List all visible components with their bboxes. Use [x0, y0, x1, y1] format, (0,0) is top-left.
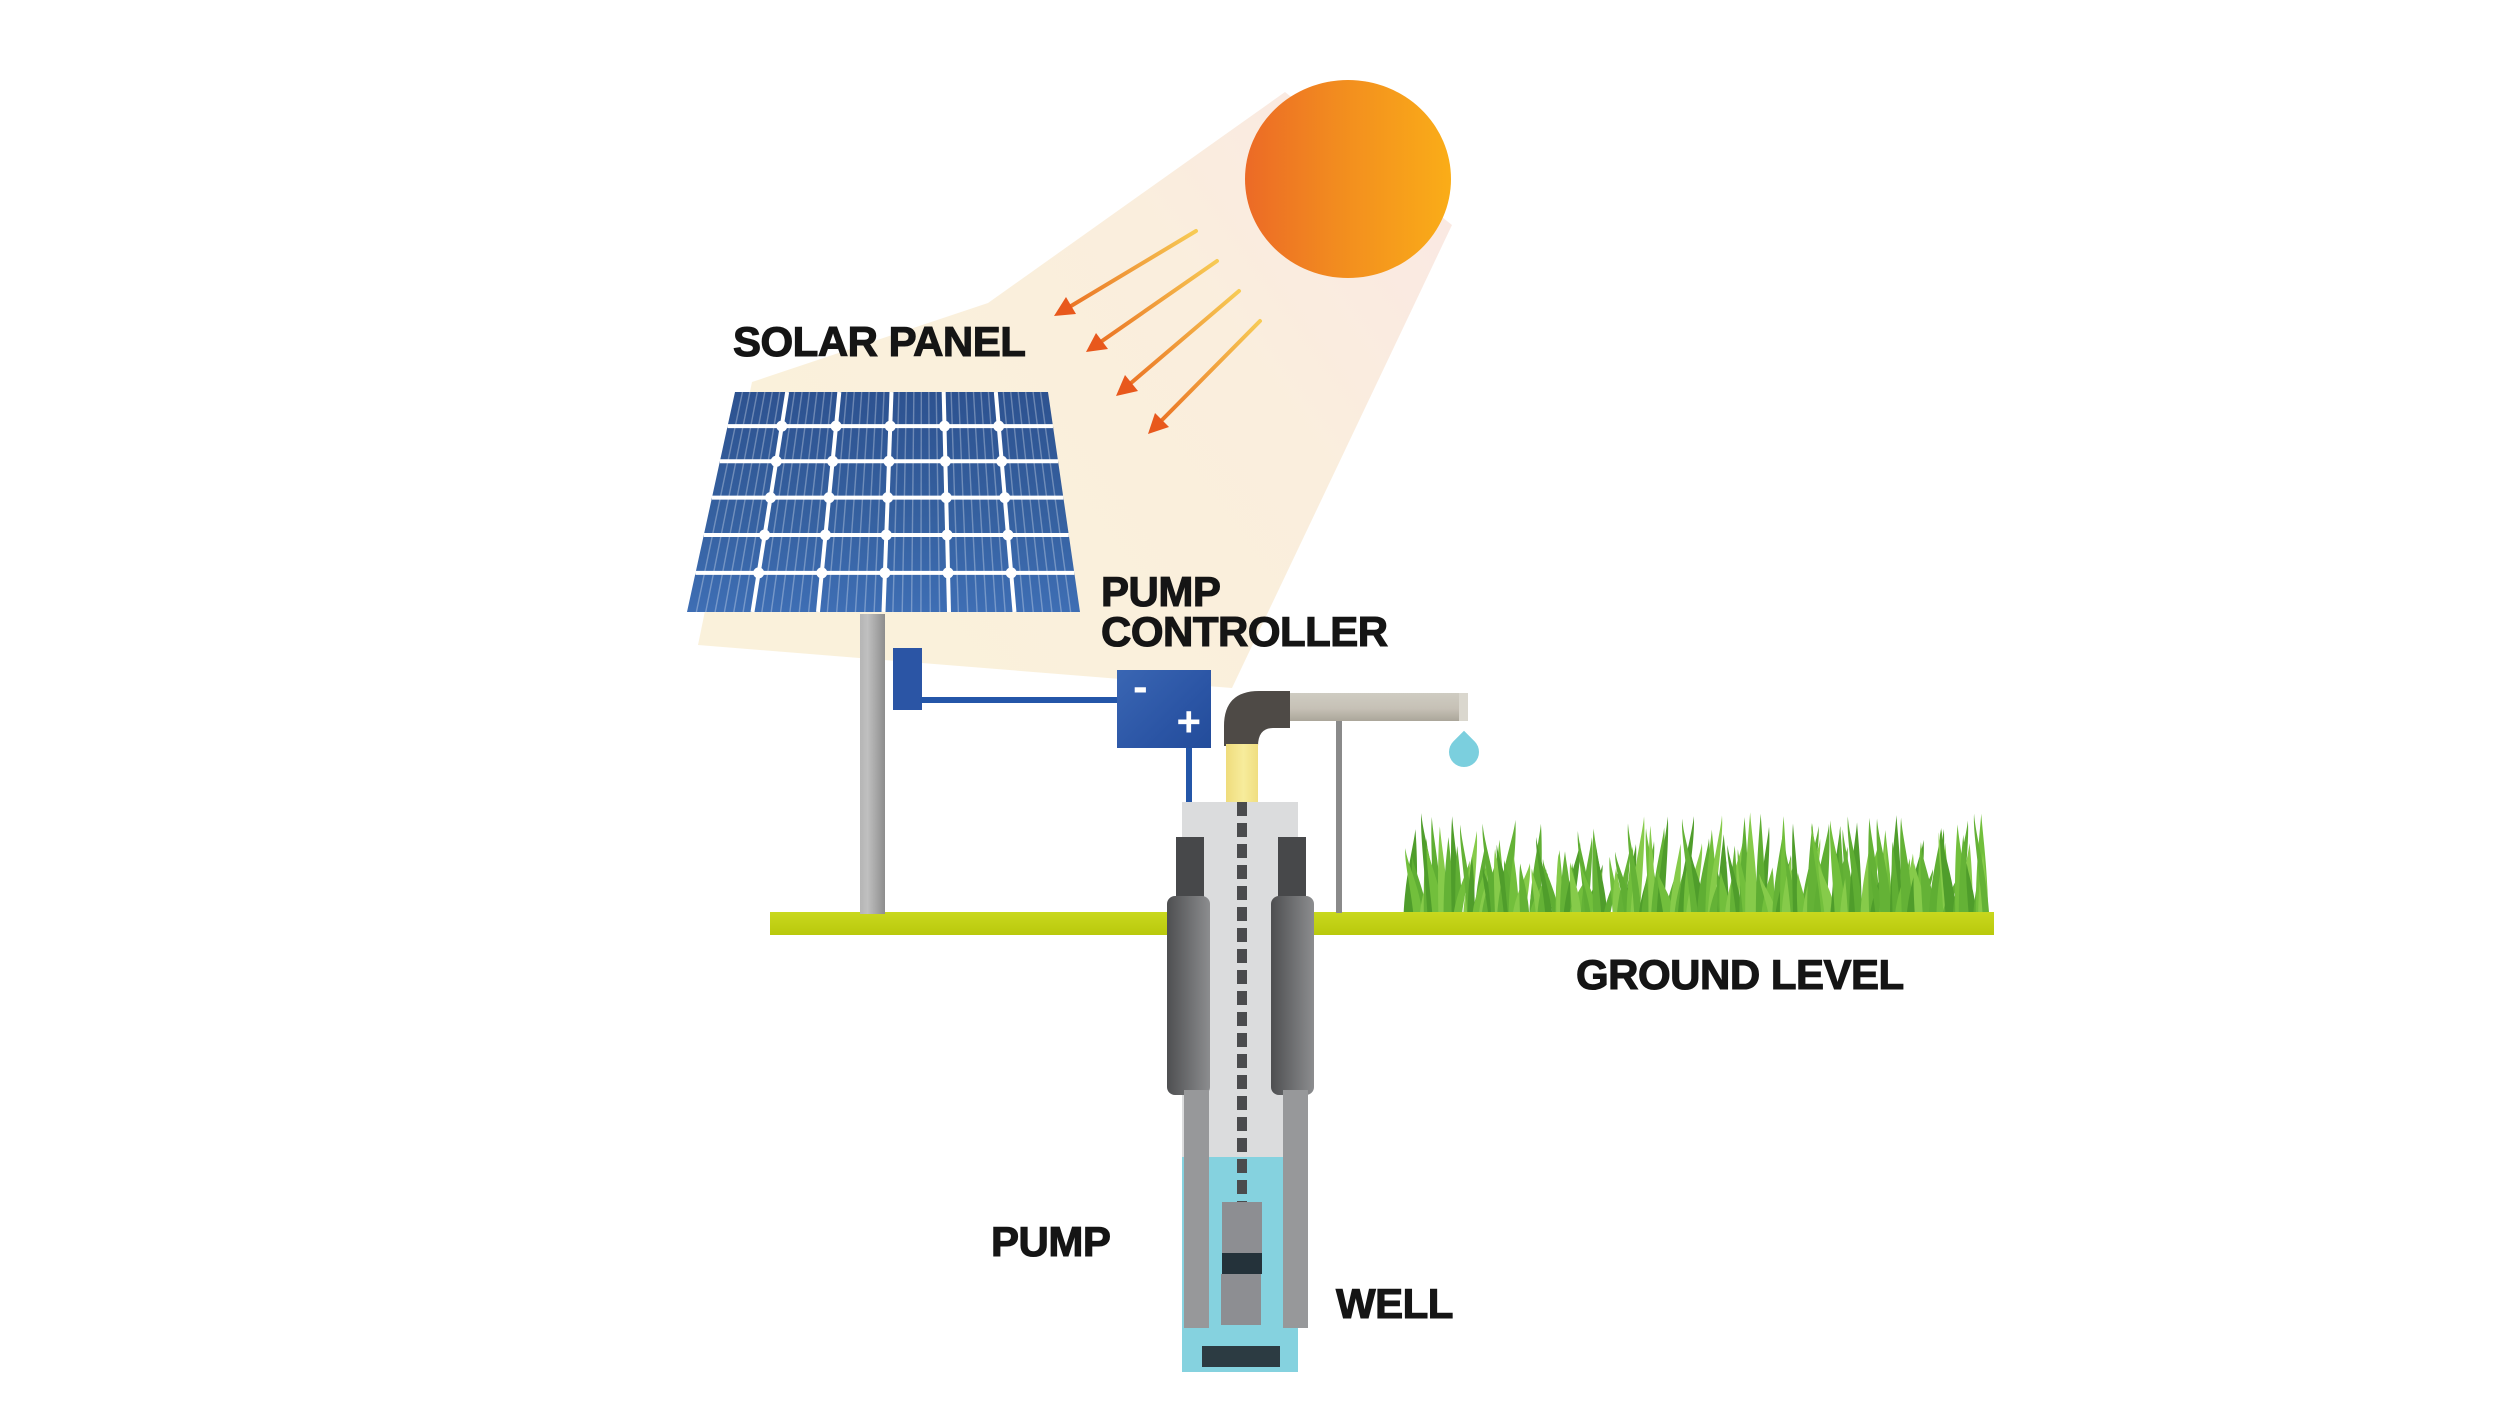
well-label: WELL — [1335, 1279, 1454, 1327]
pipe-riser — [1226, 744, 1258, 804]
pump-shaft-dashed-line — [1237, 802, 1247, 1202]
well-liner-right — [1283, 1090, 1308, 1328]
junction-box — [893, 648, 922, 710]
ground-level-label: GROUND LEVEL — [1575, 950, 1904, 998]
pump-controller-label-line1: PUMP — [1100, 568, 1221, 615]
sun-rays-icon — [1054, 229, 1262, 434]
well-collar-left — [1176, 837, 1204, 899]
wire-panel-to-controller — [920, 697, 1118, 703]
submersible-pump-top — [1222, 1202, 1262, 1253]
wire-controller-to-pump — [1186, 746, 1192, 804]
solar-panel-label: SOLAR PANEL — [732, 317, 1026, 365]
pump-controller-label: PUMP CONTROLLER — [1100, 568, 1388, 655]
pump-label: PUMP — [990, 1217, 1111, 1265]
pipe-outlet-cap — [1459, 693, 1468, 721]
well-collar-right — [1278, 837, 1306, 899]
panel-pole — [860, 614, 885, 914]
ground-bar — [770, 912, 1994, 935]
well-base-bar — [1202, 1346, 1280, 1367]
well-column-left — [1167, 896, 1210, 1095]
well-liner-left — [1184, 1090, 1209, 1328]
pump-controller-label-line2: CONTROLLER — [1100, 608, 1388, 655]
well-column-right — [1271, 896, 1314, 1095]
pipe-horizontal — [1290, 693, 1468, 721]
minus-symbol: - — [1133, 662, 1148, 711]
sun-icon — [1245, 80, 1451, 278]
submersible-pump-body — [1221, 1274, 1261, 1325]
pump-controller-box: - + — [1117, 662, 1211, 748]
solar-panel-graphic — [687, 391, 1080, 613]
grass-icon — [1403, 812, 1990, 916]
pipe-elbow — [1224, 691, 1290, 746]
pipe-support-post — [1336, 721, 1342, 913]
plus-symbol: + — [1176, 698, 1201, 745]
submersible-pump-band — [1222, 1253, 1262, 1274]
